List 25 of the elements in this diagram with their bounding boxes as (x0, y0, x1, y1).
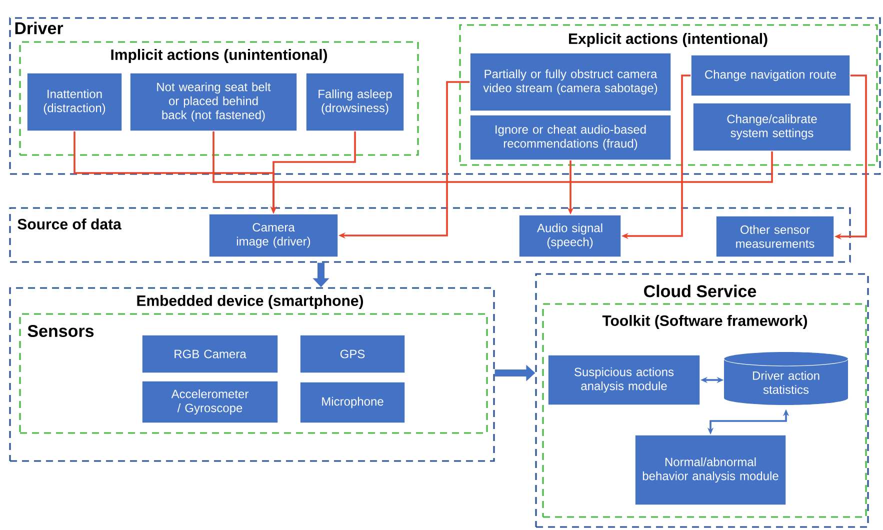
process-box: Change navigation route (690, 54, 850, 96)
group-title: Driver (15, 22, 64, 34)
process-box: RGB Camera (142, 334, 278, 374)
process-box: Camera image (driver) (208, 214, 338, 258)
process-box: Partially or fully obstruct camera video stream (camera sabotage) (470, 52, 672, 112)
group-title: Cloud Service (644, 284, 756, 298)
process-box: Microphone (300, 382, 406, 424)
process-box: Ignore or cheat audio-based recommendations (fraud) (470, 114, 672, 160)
group-title: Sensors (28, 324, 94, 338)
process-box: Normal/abnormal behavior analysis module (634, 434, 786, 506)
process-box: Not wearing seat belt or placed behind back (not fastened) (130, 72, 298, 132)
process-box: Suspicious actions analysis module (548, 354, 700, 406)
group-title: Embedded device (smartphone) (137, 295, 364, 309)
group-title: Explicit actions (intentional) (569, 33, 768, 47)
process-box: Other sensor measurements (716, 216, 834, 258)
database-cylinder: Driver action statistics (724, 352, 848, 405)
process-box: Accelerometer / Gyroscope (142, 380, 278, 424)
process-box: Change/calibrate system settings (692, 102, 852, 152)
process-box: Audio signal (speech) (518, 214, 622, 258)
group-title: Implicit actions (unintentional) (111, 49, 328, 63)
group-title: Source of data (18, 218, 122, 230)
process-box: Falling asleep (drowsiness) (306, 72, 404, 132)
process-box: Inattention (distraction) (26, 72, 122, 132)
process-box: GPS (300, 334, 406, 374)
group-title: Toolkit (Software framework) (602, 315, 808, 329)
